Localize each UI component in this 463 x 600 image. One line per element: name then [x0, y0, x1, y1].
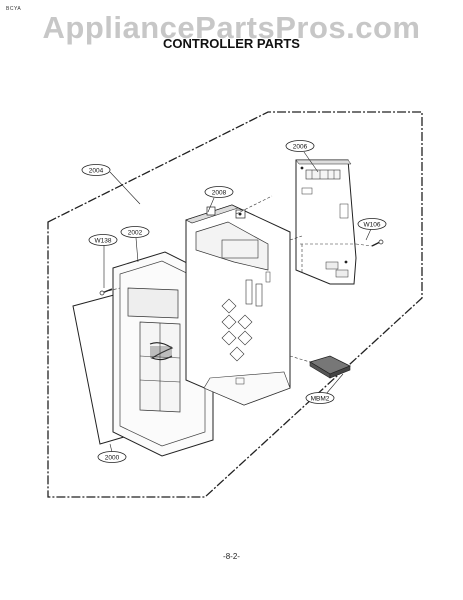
- page-number: -8-2-: [223, 552, 240, 561]
- part-2006-pcb: [295, 159, 357, 285]
- watermark: AppliancePartsPros.com: [42, 10, 421, 45]
- callout-2002: 2002: [120, 226, 150, 238]
- callout-2000: 2000: [97, 451, 127, 463]
- part-2008-controller-case: [185, 204, 291, 406]
- corner-code: BCYA: [6, 6, 22, 12]
- callout-2002-label: 2002: [128, 229, 143, 236]
- callout-w138-label: W138: [95, 237, 112, 244]
- assembly-boundary: [47, 111, 423, 498]
- callout-2008: 2008: [204, 186, 234, 198]
- callout-w106: W106: [357, 218, 387, 230]
- callout-2000-label: 2000: [105, 454, 120, 461]
- callout-2006-label: 2006: [293, 143, 308, 150]
- callout-2006: 2006: [285, 140, 315, 152]
- screw-w106-icon: [371, 239, 384, 247]
- callout-2008-label: 2008: [212, 189, 227, 196]
- leader-lines: [103, 151, 372, 453]
- page-title: CONTROLLER PARTS: [163, 36, 300, 51]
- callout-w138: W138: [88, 234, 118, 246]
- screw-w138-icon: [99, 288, 113, 296]
- callout-2004-label: 2004: [89, 167, 104, 174]
- callout-w106-label: W106: [364, 221, 381, 228]
- callout-2004: 2004: [81, 164, 111, 176]
- callout-mbm2: MBM2: [305, 392, 335, 404]
- callout-mbm2-label: MBM2: [311, 395, 330, 402]
- alignment-lines: [103, 195, 373, 363]
- part-mbm2-module: [309, 355, 351, 379]
